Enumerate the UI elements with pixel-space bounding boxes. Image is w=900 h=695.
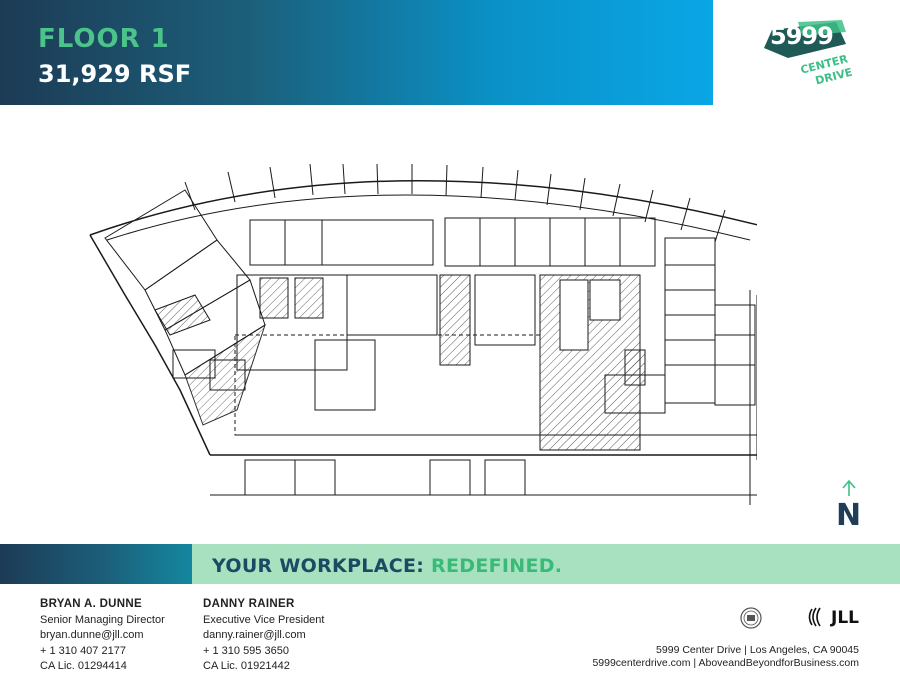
leed-seal-icon: [740, 607, 762, 629]
contact-title: Executive Vice President: [203, 613, 325, 626]
north-label: N: [836, 498, 862, 533]
contact-name: BRYAN A. DUNNE: [40, 598, 142, 610]
contact-phone[interactable]: + 1 310 407 2177: [40, 644, 126, 657]
tagline: YOUR WORKPLACE: REDEFINED.: [212, 555, 562, 577]
footer-address: 5999 Center Drive | Los Angeles, CA 9004…: [656, 644, 859, 656]
tagline-part-2: REDEFINED.: [431, 555, 563, 577]
jll-mark-icon: [808, 607, 821, 627]
tagline-accent-band: [0, 544, 192, 584]
floor-rsf: 31,929 RSF: [38, 60, 192, 88]
north-arrow-icon: [842, 479, 856, 496]
header-band: [0, 0, 713, 105]
tagline-part-1: YOUR WORKPLACE:: [212, 555, 432, 577]
contact-license: CA Lic. 01294414: [40, 660, 127, 672]
contact-phone[interactable]: + 1 310 595 3650: [203, 644, 289, 657]
contact-card: BRYAN A. DUNNE Senior Managing Director …: [40, 597, 165, 675]
logo-number: 5999: [770, 22, 834, 50]
logo-shape-icon: [764, 20, 846, 58]
contact-name: DANNY RAINER: [203, 598, 295, 610]
footer-links[interactable]: 5999centerdrive.com | AboveandBeyondforB…: [592, 657, 859, 669]
contact-license: CA Lic. 01921442: [203, 660, 290, 672]
5999-center-drive-logo: [758, 18, 868, 90]
contact-email[interactable]: bryan.dunne@jll.com: [40, 629, 144, 641]
jll-wordmark: JLL: [831, 608, 859, 628]
footer-address-block: 5999 Center Drive | Los Angeles, CA 9004…: [592, 644, 859, 670]
contact-title: Senior Managing Director: [40, 613, 165, 626]
floor-title: FLOOR 1: [38, 24, 170, 54]
contact-card: DANNY RAINER Executive Vice President da…: [203, 597, 324, 675]
tagline-band: [192, 544, 900, 584]
contact-email[interactable]: danny.rainer@jll.com: [203, 629, 306, 641]
floor-plan-drawing: [89, 163, 757, 505]
